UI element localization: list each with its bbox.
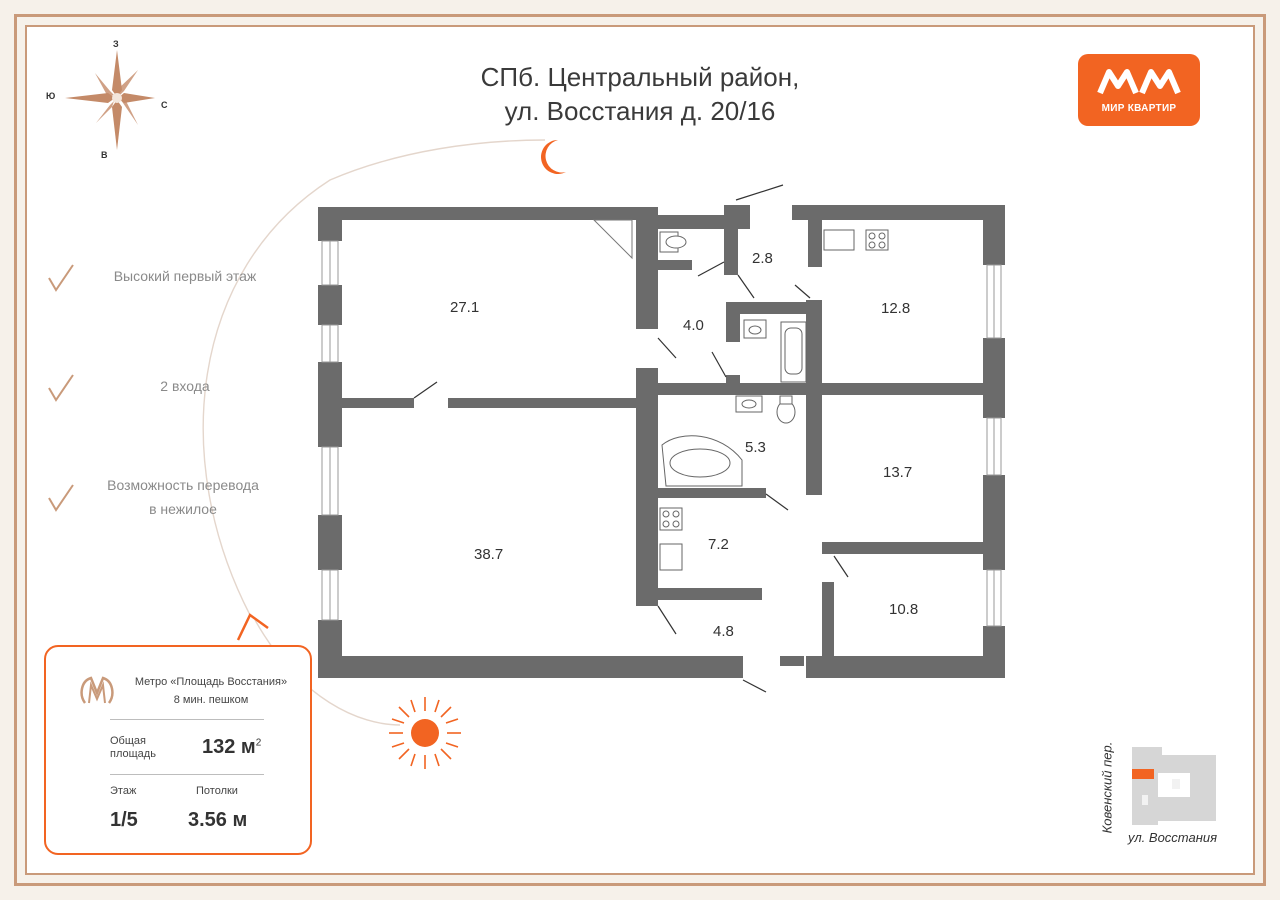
room-area-label: 10.8 — [889, 601, 918, 618]
building-location-map-icon — [1132, 747, 1216, 825]
compass-west-label: Ю — [46, 91, 56, 101]
chimney-corner — [592, 219, 633, 260]
brand-logo-text: МИР КВАРТИР — [1101, 103, 1177, 114]
feature-text: Высокий первый этаж — [113, 268, 257, 284]
area-label-line-2: площадь — [110, 748, 156, 760]
room-area-label: 13.7 — [883, 464, 912, 481]
street-label-vosstaniya: ул. Восстания — [1128, 830, 1218, 845]
moon-icon — [541, 140, 566, 174]
feature-two-entrances: 2 входа — [65, 374, 305, 398]
ceiling-label: Потолки — [196, 785, 238, 797]
divider — [110, 719, 264, 720]
floor-label: Этаж — [110, 785, 137, 797]
floor-value: 1/5 — [110, 809, 138, 831]
windows — [321, 240, 1002, 627]
sun-icon — [389, 697, 461, 769]
room-area-label: 38.7 — [474, 546, 503, 563]
title-line-1: СПб. Центральный район, — [480, 62, 800, 92]
compass-east-label: С — [161, 100, 168, 110]
metro-walk-time: 8 мин. пешком — [173, 694, 249, 706]
page-title: СПб. Центральный район, ул. Восстания д.… — [380, 60, 900, 128]
area-value: 132 м2 — [202, 736, 261, 759]
area-label-line-1: Общая — [110, 735, 146, 747]
feature-text: в нежилое — [149, 501, 217, 517]
room-area-label: 2.8 — [752, 250, 773, 267]
title-line-2: ул. Восстания д. 20/16 — [504, 96, 776, 126]
metro-logo-icon — [80, 676, 114, 704]
check-icon — [48, 484, 74, 512]
area-unit-sup: 2 — [255, 737, 262, 749]
room-area-label: 4.0 — [683, 317, 704, 334]
walls — [318, 205, 1005, 678]
info-box: Метро «Площадь Восстания» 8 мин. пешком … — [44, 645, 312, 855]
room-area-label: 4.8 — [713, 623, 734, 640]
brand-logo: МИР КВАРТИР — [1078, 54, 1200, 126]
ceiling-value: 3.56 м — [188, 809, 248, 831]
feature-text: Возможность перевода — [107, 477, 259, 493]
feature-high-floor: Высокий первый этаж — [65, 264, 305, 288]
area-label: Общая площадь — [110, 735, 156, 761]
room-area-label: 5.3 — [745, 439, 766, 456]
fixtures — [659, 229, 889, 571]
feature-non-residential: Возможность перевода в нежилое — [63, 473, 303, 521]
compass-south-label: В — [101, 150, 108, 160]
room-area-label: 27.1 — [450, 299, 479, 316]
check-icon — [48, 374, 74, 402]
metro-station-info: Метро «Площадь Восстания» 8 мин. пешком — [116, 673, 306, 709]
compass-rose-icon — [65, 50, 155, 150]
room-area-label: 12.8 — [881, 300, 910, 317]
brand-logo-icon — [1097, 69, 1181, 95]
check-icon — [48, 264, 74, 292]
feature-text: 2 входа — [160, 378, 210, 394]
area-value-text: 132 м — [202, 736, 256, 758]
room-area-label: 7.2 — [708, 536, 729, 553]
street-label-kovensky: Ковенский пер. — [1099, 741, 1115, 834]
divider — [110, 774, 264, 775]
doors — [413, 184, 849, 693]
compass-north-label: З — [113, 39, 119, 49]
metro-station-name: Метро «Площадь Восстания» — [134, 676, 288, 688]
